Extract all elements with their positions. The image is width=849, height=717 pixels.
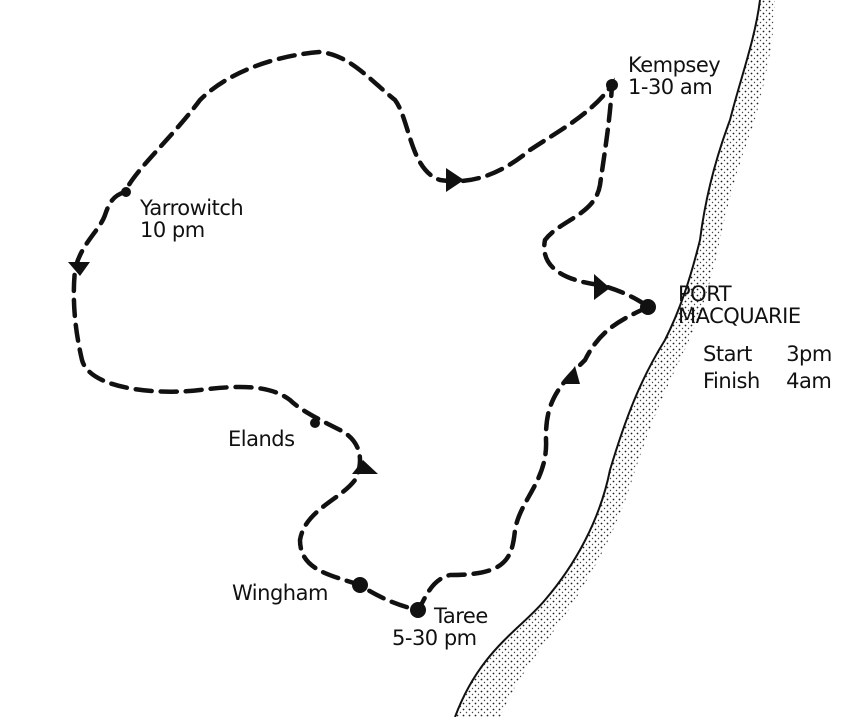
wingham-label: Wingham [232, 581, 328, 605]
wingham-marker [352, 577, 368, 593]
direction-arrow-icon [68, 262, 90, 276]
port-macquarie-marker [640, 299, 656, 315]
port-macquarie-label: PORT MACQUARIE [678, 283, 801, 327]
port-macquarie-name-2: MACQUARIE [678, 304, 801, 328]
start-time: 3pm [786, 342, 832, 366]
direction-arrow-icon [562, 366, 580, 384]
yarrowitch-marker [121, 187, 131, 197]
start-label: Start [703, 342, 752, 366]
elands-marker [310, 418, 320, 428]
yarrowitch-label: Yarrowitch 10 pm [140, 196, 244, 242]
taree-label: Taree 5-30 pm [392, 605, 488, 649]
finish-row: Finish 4am [703, 369, 832, 393]
direction-arrow-icon [446, 168, 464, 192]
yarrowitch-name: Yarrowitch [140, 196, 244, 220]
route-path [71, 49, 651, 613]
direction-arrow-icon [594, 274, 610, 300]
taree-marker [410, 602, 426, 618]
kempsey-name: Kempsey [628, 53, 721, 77]
direction-arrow-icon [352, 460, 378, 474]
yarrowitch-time: 10 pm [140, 218, 205, 242]
taree-name: Taree [434, 604, 488, 628]
kempsey-time: 1-30 am [628, 75, 713, 99]
finish-time: 4am [786, 369, 832, 393]
kempsey-label: Kempsey 1-30 am [628, 53, 721, 99]
start-row: Start 3pm [703, 343, 832, 365]
kempsey-marker [606, 79, 618, 91]
finish-label: Finish [703, 369, 760, 393]
elands-label: Elands [228, 427, 295, 451]
coastline [454, 0, 761, 717]
port-macquarie-name-1: PORT [678, 282, 732, 306]
taree-time: 5-30 pm [392, 626, 477, 650]
